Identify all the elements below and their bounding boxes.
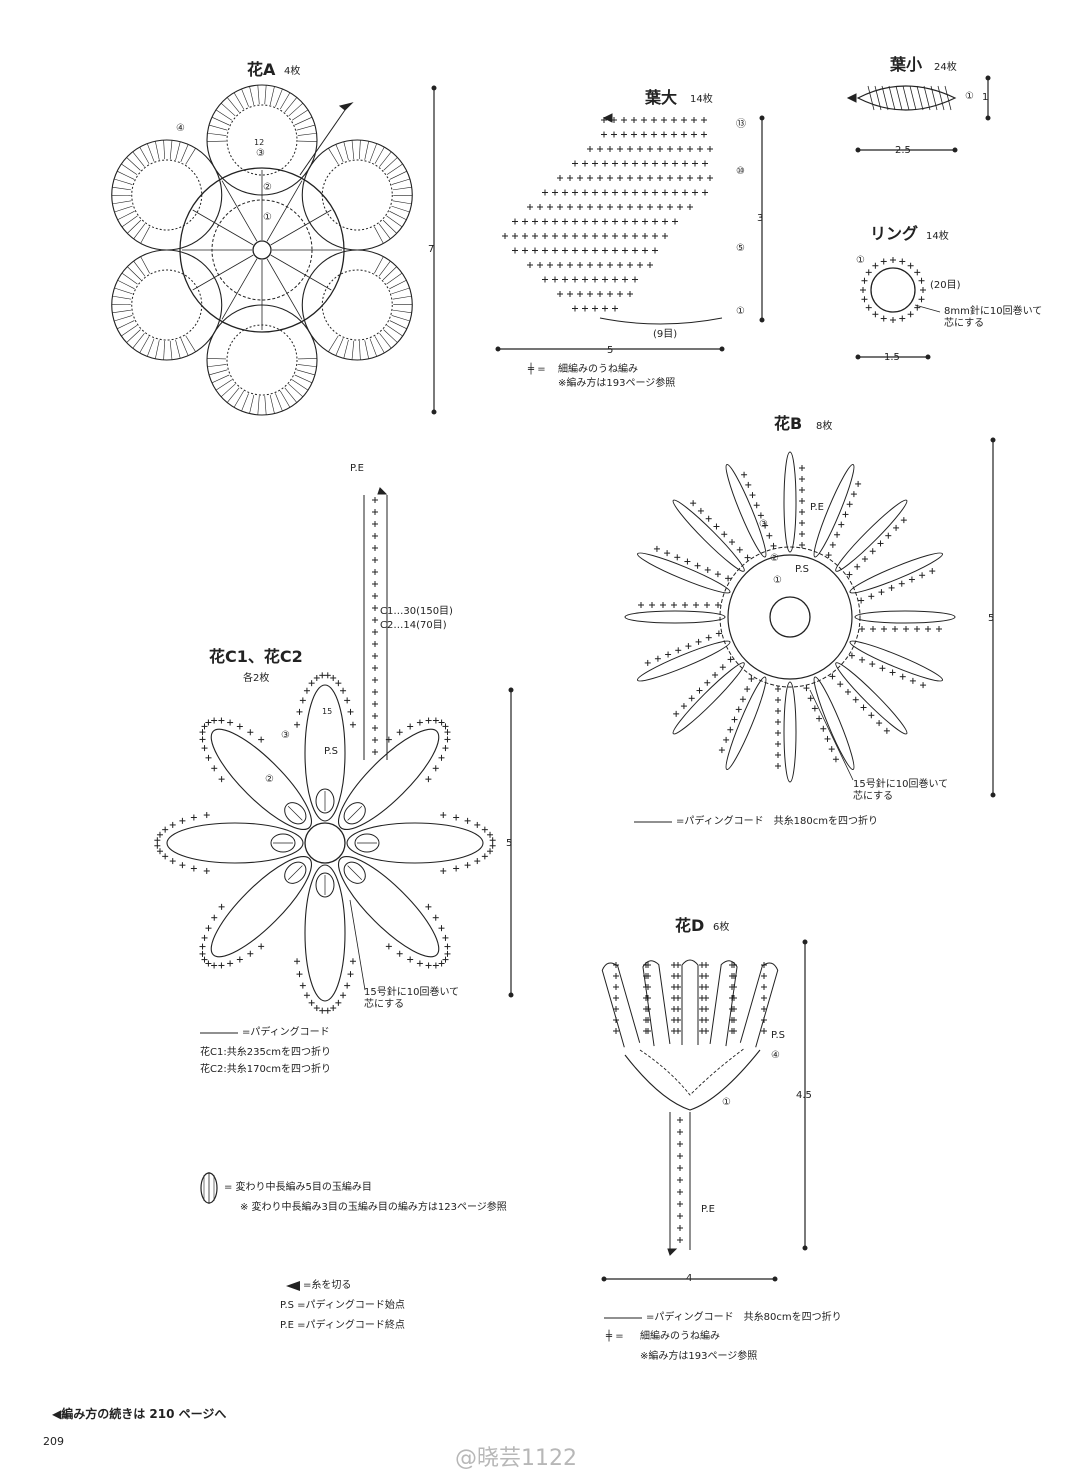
legend-pe: P.E =パディングコード終点: [280, 1320, 405, 1331]
ring-core-note-1: 8mm針に10回巻いて: [944, 306, 1043, 317]
leaf-large-title: 葉大: [645, 88, 678, 107]
flower-c-cord-label: =パディングコード: [242, 1027, 330, 1038]
ring-diagram: [855, 256, 941, 360]
flower-a-row-4: ④: [176, 123, 185, 134]
flower-b-diagram: [624, 451, 956, 783]
leaf-large-diagram: [501, 116, 723, 325]
flower-b-core-note-1: 15号針に10回巻いて: [853, 779, 949, 790]
flower-d-dim-w: 4: [686, 1273, 693, 1284]
leaf-small-diagram: [846, 75, 991, 153]
leaf-large-row-5: ⑤: [736, 243, 745, 254]
flower-c-count: 各2枚: [243, 673, 270, 684]
leaf-large-count: 14枚: [690, 94, 713, 105]
continue-link[interactable]: ◀編み方の続きは 210 ページへ: [52, 1407, 227, 1421]
flower-d-count: 6枚: [713, 922, 730, 933]
leaf-large-dim-w: 5: [607, 345, 614, 356]
flower-c-title: 花C1、花C2: [209, 647, 303, 666]
cut-yarn-icon: [286, 1281, 300, 1291]
flower-c-row-3: ③: [281, 730, 290, 741]
flower-a-row-3: ③: [256, 148, 265, 159]
flower-d-ref-note: ※編み方は193ページ参照: [640, 1351, 758, 1362]
leaf-large-row-13: ⑬: [736, 119, 746, 130]
leaf-large-stitch-note: 細編みのうね編み: [558, 364, 638, 375]
watermark: @晓芸1122: [455, 1446, 577, 1471]
flower-c-core-note-2: 芯にする: [364, 999, 405, 1010]
dimension-leaf-large: [495, 113, 765, 352]
flower-a-row-12: 12: [254, 138, 265, 147]
flower-a-dim: 7: [428, 244, 435, 255]
leaf-small-title: 葉小: [890, 55, 923, 74]
leaf-large-row-10: ⑩: [736, 166, 745, 177]
flower-a-row-1: ①: [263, 212, 272, 223]
flower-b-title: 花B: [774, 414, 803, 433]
flower-b-dim: 5: [988, 613, 995, 624]
flower-b-count: 8枚: [816, 421, 833, 432]
flower-c-row-2: ②: [265, 774, 274, 785]
flower-b-core-note-2: 芯にする: [853, 791, 894, 802]
flower-c-stem-c1: C1…30(150目): [380, 606, 453, 617]
flower-d-cross-symbol: ╪ =: [606, 1331, 624, 1342]
page-number: 209: [43, 1435, 64, 1448]
dimension-flower-a: [431, 85, 437, 415]
flower-d-stitch-note: 細編みのうね編み: [640, 1331, 720, 1342]
flower-c-dim: 5: [506, 838, 513, 849]
flower-b-row-3: ③: [759, 519, 768, 530]
flower-c-diagram: [153, 487, 497, 1015]
flower-c-row-15: 15: [322, 707, 333, 716]
flower-a-row-2: ②: [263, 182, 272, 193]
flower-c-stem-c2: C2…14(70目): [380, 620, 447, 631]
flower-a-title: 花A: [247, 60, 276, 79]
flower-d-dim-h: 4.5: [796, 1090, 812, 1101]
flower-b-pe: P.E: [810, 502, 824, 513]
flower-d-diagram: [601, 959, 779, 1256]
leaf-small-dim-w: 2.5: [895, 145, 911, 156]
dimension-flower-b: [634, 437, 996, 823]
ring-title: リング: [870, 224, 919, 243]
dimension-flower-d: [601, 939, 808, 1319]
legend-bobble-2: ※ 変わり中長編み3目の玉編み目の編み方は123ページ参照: [240, 1202, 507, 1213]
leaf-large-cross-symbol: ╪ =: [528, 364, 546, 375]
flower-b-row-2: ②: [770, 553, 779, 564]
flower-d-row-4: ④: [771, 1050, 780, 1061]
legend-bobble-1: = 変わり中長編み5目の玉編み目: [224, 1182, 372, 1193]
leaf-small-row: ①: [965, 91, 974, 102]
leaf-large-base-count: (9目): [653, 329, 678, 340]
ring-row: ①: [856, 255, 865, 266]
flower-c-cord-c1: 花C1:共糸235cmを四つ折り: [200, 1047, 332, 1058]
flower-b-ps: P.S: [795, 564, 809, 575]
flower-d-ps: P.S: [771, 1030, 785, 1041]
flower-c-core-note-1: 15号針に10回巻いて: [364, 987, 460, 998]
flower-b-row-1: ①: [773, 575, 782, 586]
flower-c-pe: P.E: [350, 463, 364, 474]
leaf-large-dim-h: 3: [757, 213, 764, 224]
flower-d-cord-note: =パディングコード 共糸80cmを四つ折り: [646, 1312, 842, 1323]
flower-c-cord-c2: 花C2:共糸170cmを四つ折り: [200, 1064, 332, 1075]
leaf-large-ref-note: ※編み方は193ページ参照: [558, 378, 676, 389]
flower-b-cord-note: =パディングコード 共糸180cmを四つ折り: [676, 816, 879, 827]
ring-count: 14枚: [926, 231, 949, 242]
ring-stitches: (20目): [930, 280, 961, 291]
flower-a-diagram: [111, 84, 413, 416]
legend-ps: P.S =パディングコード始点: [280, 1300, 405, 1311]
ring-dim: 1.5: [884, 352, 900, 363]
ring-core-note-2: 芯にする: [944, 318, 985, 329]
dimension-flower-c: [200, 687, 514, 1034]
leaf-small-dim-h: 1: [982, 92, 989, 103]
bobble-stitch-icon: [200, 1172, 218, 1204]
legend-cut: =糸を切る: [303, 1280, 352, 1291]
flower-a-count: 4枚: [284, 66, 301, 77]
flower-d-pe: P.E: [701, 1204, 715, 1215]
leaf-large-row-1: ①: [736, 306, 745, 317]
leaf-small-count: 24枚: [934, 62, 957, 73]
flower-c-ps: P.S: [324, 746, 338, 757]
flower-d-row-1: ①: [722, 1097, 731, 1108]
flower-d-title: 花D: [675, 916, 705, 935]
